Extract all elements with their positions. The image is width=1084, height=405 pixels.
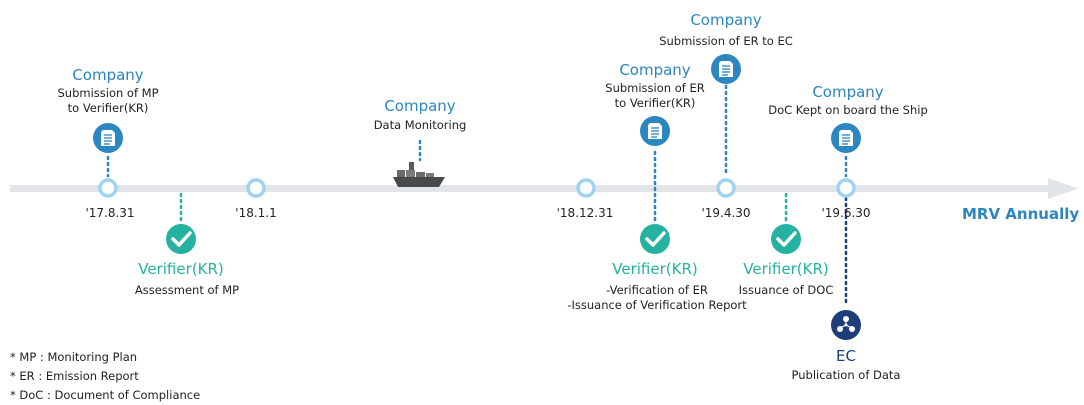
verifier-doc-actor: Verifier(KR) [743, 260, 829, 278]
document-icon [830, 122, 862, 154]
company-mp-desc-1: Submission of MP [57, 86, 159, 100]
document-icon [92, 122, 124, 154]
date-node-1 [98, 178, 118, 198]
checkmark-icon [638, 222, 672, 256]
verifier-mp-desc: Assessment of MP [134, 283, 240, 297]
company-data-desc: Data Monitoring [373, 118, 467, 132]
ec-actor: EC [836, 347, 856, 365]
verifier-er-desc-2: -Issuance of Verification Report [567, 298, 747, 312]
people-network-icon [831, 310, 861, 340]
company-doc-actor: Company [812, 83, 884, 101]
checkmark-icon [164, 222, 198, 256]
company-er-verifier-actor: Company [619, 61, 691, 79]
company-mp-actor: Company [72, 66, 144, 84]
company-data-actor: Company [384, 97, 456, 115]
note-doc: * DoC : Document of Compliance [10, 388, 201, 402]
cargo-ship-icon [393, 162, 445, 187]
date-label-3: '18.12.31 [556, 206, 614, 220]
document-icon [710, 53, 742, 85]
date-label-1: '17.8.31 [85, 206, 135, 220]
company-doc-desc: DoC Kept on board the Ship [768, 103, 928, 117]
date-label-4: '19.4.30 [701, 206, 751, 220]
company-er-verifier-desc-1: Submission of ER [605, 81, 705, 95]
note-mp: * MP : Monitoring Plan [10, 350, 138, 364]
company-er-ec-actor: Company [690, 11, 762, 29]
company-mp-desc-2: to Verifier(KR) [67, 101, 149, 115]
verifier-er-desc-1: -Verification of ER [606, 283, 708, 297]
mrv-annually-label: MRV Annually [962, 205, 1080, 223]
abbreviation-notes: * MP : Monitoring Plan * ER : Emission R… [10, 348, 200, 405]
date-node-5 [836, 178, 856, 198]
date-label-2: '18.1.1 [235, 206, 277, 220]
note-er: * ER : Emission Report [10, 369, 139, 383]
timeline-bar [10, 178, 1078, 199]
company-er-verifier-desc-2: to Verifier(KR) [614, 96, 696, 110]
date-node-2 [246, 178, 266, 198]
date-node-4 [716, 178, 736, 198]
date-node-3 [576, 178, 596, 198]
verifier-er-actor: Verifier(KR) [612, 260, 698, 278]
document-icon [639, 115, 671, 147]
verifier-doc-desc: Issuance of DOC [738, 283, 834, 297]
verifier-mp-actor: Verifier(KR) [138, 260, 224, 278]
company-er-ec-desc: Submission of ER to EC [659, 34, 793, 48]
date-label-5: '19.6.30 [821, 206, 871, 220]
checkmark-icon [769, 222, 803, 256]
ec-desc: Publication of Data [791, 368, 901, 382]
